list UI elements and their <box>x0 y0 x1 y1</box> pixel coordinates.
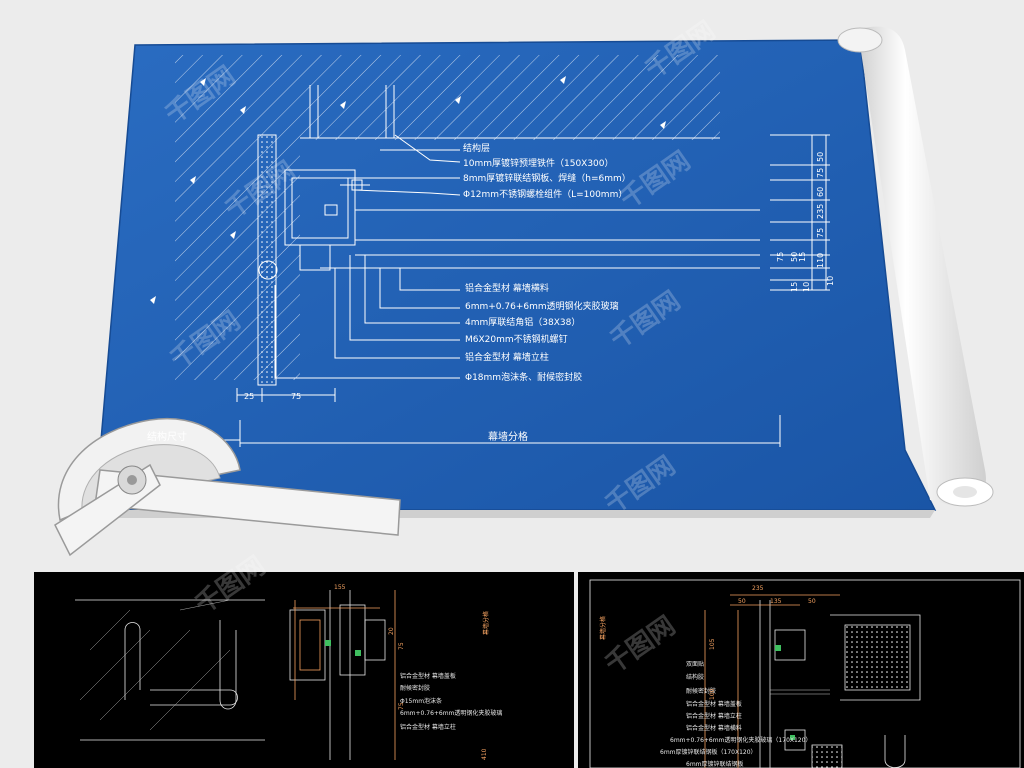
cad-right-label: 6mm厚镀锌联结钢板（170X120） <box>660 749 757 756</box>
cad-left-dim: 410 <box>481 748 488 760</box>
cad-right-label: 结构胶 <box>686 674 705 681</box>
rdim-10: 15 <box>798 251 807 262</box>
hatch-triangles <box>150 76 666 304</box>
rdim-4: 75 <box>816 227 825 238</box>
rdim-8: 10 <box>802 281 811 292</box>
rdim-7: 15 <box>790 281 799 292</box>
curtain-grid-label: 幕墙分格 <box>488 432 528 443</box>
cad-right-dim: 235 <box>752 585 764 592</box>
cad-left-label: 铝合金型材 幕墙立柱 <box>400 724 456 731</box>
cad-right-label: 双面贴 <box>686 661 705 668</box>
cad-right-vertical-label: 幕墙分格 <box>600 615 607 640</box>
rdim-0: 50 <box>816 151 825 162</box>
cad-right-dim: 100 <box>709 688 716 700</box>
label-embedded-iron: 10mm厚镀锌预埋铁件（150X300） <box>463 159 614 169</box>
cad-left-dim: 75 <box>398 642 405 650</box>
cad-left-label: 铝合金型材 幕墙盖板 <box>400 673 456 680</box>
label-glass: 6mm+0.76+6mm透明钢化夹胶玻璃 <box>465 302 619 312</box>
label-foam-sealant: Φ18mm泡沫条、耐候密封胶 <box>465 373 583 383</box>
label-bolt-assembly: Φ12mm不锈钢螺栓组件（L=100mm） <box>463 190 628 200</box>
label-machine-screw: M6X20mm不锈钢机螺钉 <box>465 335 568 345</box>
cad-right-label: 铝合金型材 幕墙横料 <box>686 725 742 732</box>
cad-left-label: 耐候密封胶 <box>400 685 431 692</box>
rdim-2: 60 <box>816 186 825 197</box>
rdim-3: 235 <box>816 203 825 219</box>
cad-right-label: 6mm+0.76+6mm透明钢化夹胶玻璃（170X120） <box>670 737 812 744</box>
label-connect-plate: 8mm厚镀锌联结钢板、焊缝（h=6mm） <box>463 174 631 184</box>
cad-left-vertical-label: 幕墙分格 <box>483 610 490 635</box>
label-angle-aluminum: 4mm厚联结角铝（38X38） <box>465 318 581 328</box>
cad-right-dim: 105 <box>709 638 716 650</box>
cad-panel-right <box>578 572 1024 768</box>
protractor-tool <box>54 417 401 557</box>
cad-right-dim: 50 <box>738 598 746 605</box>
rdim-6: 110 <box>816 252 825 268</box>
cad-left-label: Φ15mm泡沫条 <box>400 698 443 705</box>
rdim-9: 75 <box>776 251 785 262</box>
cad-right-label: 耐候密封胶 <box>686 688 717 695</box>
cad-right-label: 铝合金型材 幕墙盖板 <box>686 701 742 708</box>
cad-left-label: 6mm+0.76+6mm透明钢化夹胶玻璃 <box>400 710 503 717</box>
structure-size-label: 结构尺寸 <box>147 432 187 443</box>
rdim-11: 10 <box>826 275 835 286</box>
rdim-1: 75 <box>816 167 825 178</box>
cad-left-dim: 155 <box>334 584 346 591</box>
cad-right-dim: 135 <box>770 598 782 605</box>
cad-right-label: 铝合金型材 幕墙立柱 <box>686 713 742 720</box>
label-transom: 铝合金型材 幕墙横料 <box>465 284 549 294</box>
label-structure-layer: 结构层 <box>463 144 491 154</box>
wall-strip <box>257 134 277 386</box>
cad-right-label: 6mm厚镀锌联结钢板 <box>686 761 744 768</box>
foam-bead <box>258 260 278 280</box>
dim-25: 25 <box>244 392 255 401</box>
cad-left-dim: 20 <box>388 627 395 635</box>
paper-roll <box>837 26 994 507</box>
dim-75: 75 <box>291 392 302 401</box>
cad-right-dim: 50 <box>808 598 816 605</box>
cad-panel-left <box>34 572 574 768</box>
label-mullion: 铝合金型材 幕墙立柱 <box>465 353 549 363</box>
cad-left-dim: 75 <box>398 702 405 710</box>
